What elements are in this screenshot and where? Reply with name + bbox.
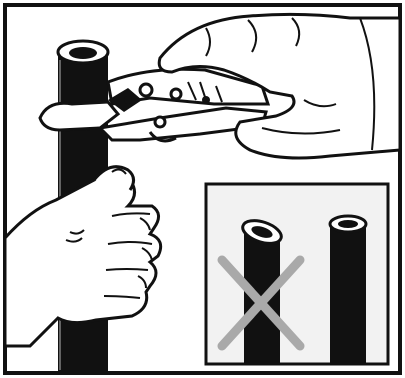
correct-square-cut-pipe [330, 216, 366, 364]
pivot-rivet [140, 84, 152, 96]
inset-comparison-panel [206, 184, 388, 364]
pivot-rivet [124, 96, 132, 104]
pivot-rivet [155, 117, 165, 127]
pivot-rivet [171, 89, 181, 99]
